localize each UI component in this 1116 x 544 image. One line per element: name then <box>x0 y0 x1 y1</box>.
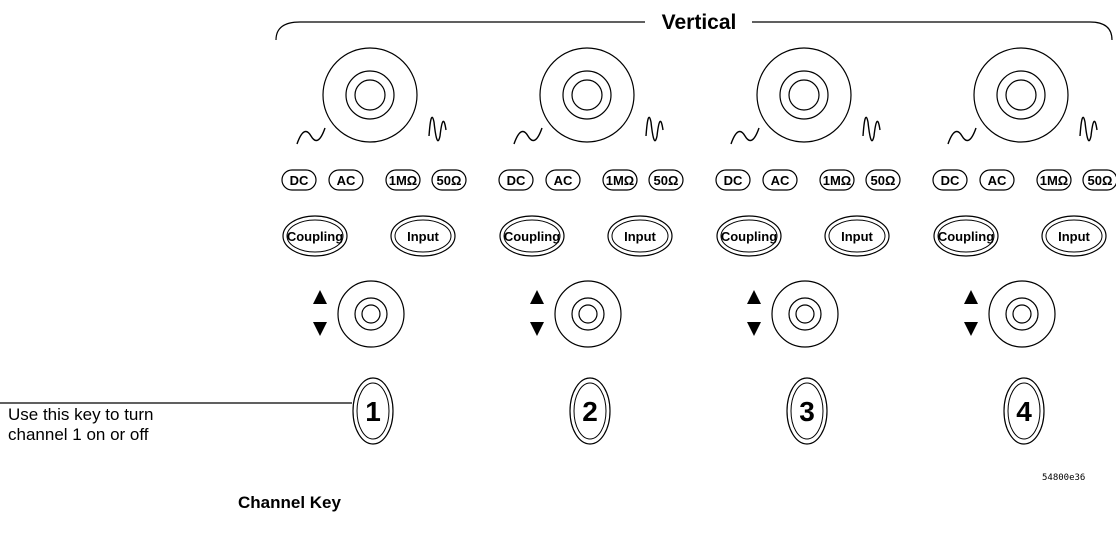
low-frequency-wave-icon <box>513 127 543 145</box>
channel-1-offset-knob[interactable] <box>337 280 405 348</box>
callout-text: Use this key to turn channel 1 on or off <box>8 405 154 445</box>
indicator-label: AC <box>337 173 356 188</box>
channel-key-label: 3 <box>799 396 815 427</box>
channel-1-50ohm-indicator: 50Ω <box>431 169 467 191</box>
channel-1-controls: DC AC 1MΩ 50Ω Coupling Input 1 <box>281 47 467 445</box>
channel-2-key[interactable]: 2 <box>569 377 611 445</box>
coupling-button-label: Coupling <box>504 229 560 244</box>
down-arrow-icon <box>530 322 544 336</box>
up-arrow-icon <box>964 290 978 304</box>
channel-3-50ohm-indicator: 50Ω <box>865 169 901 191</box>
vertical-section-title: Vertical <box>662 11 737 34</box>
channel-3-input-button[interactable]: Input <box>824 215 890 257</box>
channel-2-50ohm-indicator: 50Ω <box>648 169 684 191</box>
channel-3-dc-indicator: DC <box>715 169 751 191</box>
low-frequency-wave-icon <box>730 127 760 145</box>
channel-2-ac-indicator: AC <box>545 169 581 191</box>
channel-key-label: 4 <box>1016 396 1032 427</box>
indicator-label: 50Ω <box>654 173 679 188</box>
figure-id: 54800e36 <box>1042 473 1086 483</box>
callout-line-2: channel 1 on or off <box>8 425 149 444</box>
coupling-button-label: Coupling <box>938 229 994 244</box>
indicator-label: 1MΩ <box>389 173 417 188</box>
channel-1-input-button[interactable]: Input <box>390 215 456 257</box>
high-frequency-wave-icon <box>645 116 664 142</box>
indicator-label: AC <box>771 173 790 188</box>
channel-4-offset-knob[interactable] <box>988 280 1056 348</box>
down-arrow-icon <box>313 322 327 336</box>
input-button-label: Input <box>841 229 873 244</box>
coupling-button-label: Coupling <box>287 229 343 244</box>
channel-3-1mohm-indicator: 1MΩ <box>819 169 855 191</box>
channel-4-input-button[interactable]: Input <box>1041 215 1107 257</box>
channel-3-coupling-button[interactable]: Coupling <box>716 215 782 257</box>
high-frequency-wave-icon <box>428 116 447 142</box>
up-arrow-icon <box>530 290 544 304</box>
channel-4-50ohm-indicator: 50Ω <box>1082 169 1116 191</box>
indicator-label: 1MΩ <box>1040 173 1068 188</box>
callout-line-1: Use this key to turn <box>8 405 154 424</box>
channel-3-controls: DC AC 1MΩ 50Ω Coupling Input 3 <box>715 47 901 445</box>
channel-2-offset-knob[interactable] <box>554 280 622 348</box>
channel-2-dc-indicator: DC <box>498 169 534 191</box>
indicator-label: AC <box>988 173 1007 188</box>
indicator-label: AC <box>554 173 573 188</box>
channel-2-1mohm-indicator: 1MΩ <box>602 169 638 191</box>
channel-3-ac-indicator: AC <box>762 169 798 191</box>
coupling-button-label: Coupling <box>721 229 777 244</box>
indicator-label: 1MΩ <box>823 173 851 188</box>
channel-4-dc-indicator: DC <box>932 169 968 191</box>
indicator-label: 50Ω <box>437 173 462 188</box>
channel-key-label: 1 <box>365 396 381 427</box>
down-arrow-icon <box>747 322 761 336</box>
channel-3-key[interactable]: 3 <box>786 377 828 445</box>
indicator-label: 1MΩ <box>606 173 634 188</box>
down-arrow-icon <box>964 322 978 336</box>
channel-4-key[interactable]: 4 <box>1003 377 1045 445</box>
input-button-label: Input <box>407 229 439 244</box>
up-arrow-icon <box>747 290 761 304</box>
figure-caption: Channel Key <box>238 493 341 512</box>
input-button-label: Input <box>624 229 656 244</box>
channel-2-controls: DC AC 1MΩ 50Ω Coupling Input 2 <box>498 47 684 445</box>
channel-2-coupling-button[interactable]: Coupling <box>499 215 565 257</box>
channel-1-dc-indicator: DC <box>281 169 317 191</box>
input-button-label: Input <box>1058 229 1090 244</box>
channel-3-scale-knob[interactable] <box>756 47 852 143</box>
channel-3-offset-knob[interactable] <box>771 280 839 348</box>
channel-4-scale-knob[interactable] <box>973 47 1069 143</box>
high-frequency-wave-icon <box>862 116 881 142</box>
channel-4-1mohm-indicator: 1MΩ <box>1036 169 1072 191</box>
channel-1-scale-knob[interactable] <box>322 47 418 143</box>
channel-2-input-button[interactable]: Input <box>607 215 673 257</box>
low-frequency-wave-icon <box>296 127 326 145</box>
indicator-label: DC <box>941 173 960 188</box>
channel-1-1mohm-indicator: 1MΩ <box>385 169 421 191</box>
low-frequency-wave-icon <box>947 127 977 145</box>
indicator-label: DC <box>724 173 743 188</box>
indicator-label: DC <box>507 173 526 188</box>
indicator-label: DC <box>290 173 309 188</box>
indicator-label: 50Ω <box>1088 173 1113 188</box>
up-arrow-icon <box>313 290 327 304</box>
channel-1-ac-indicator: AC <box>328 169 364 191</box>
vertical-section-bracket <box>275 21 1113 41</box>
high-frequency-wave-icon <box>1079 116 1098 142</box>
channel-1-coupling-button[interactable]: Coupling <box>282 215 348 257</box>
channel-1-key[interactable]: 1 <box>352 377 394 445</box>
channel-2-scale-knob[interactable] <box>539 47 635 143</box>
channel-key-label: 2 <box>582 396 598 427</box>
channel-4-ac-indicator: AC <box>979 169 1015 191</box>
indicator-label: 50Ω <box>871 173 896 188</box>
channel-4-controls: DC AC 1MΩ 50Ω Coupling Input 4 <box>932 47 1116 445</box>
channel-4-coupling-button[interactable]: Coupling <box>933 215 999 257</box>
